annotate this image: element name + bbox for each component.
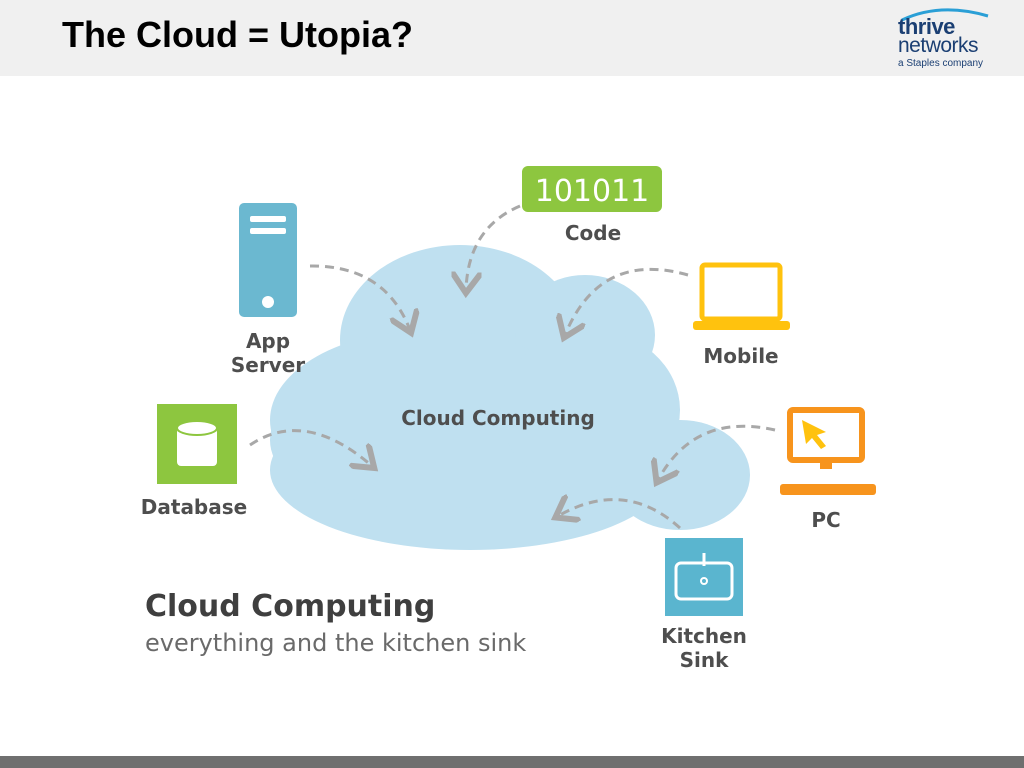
database-icon	[176, 420, 218, 466]
slide-title: The Cloud = Utopia?	[62, 14, 413, 55]
arrow-database	[249, 429, 372, 466]
server-icon	[239, 203, 297, 317]
arrow-kitchen-sink	[558, 500, 682, 530]
arrow-app-server	[309, 264, 410, 330]
kitchen-sink-label-line2: Sink	[680, 648, 729, 672]
logo-line2: networks	[898, 34, 979, 57]
caption-title: Cloud Computing	[145, 589, 435, 624]
sink-icon	[674, 553, 734, 601]
arrow-mobile	[565, 267, 689, 335]
logo-tagline: a Staples company	[898, 58, 984, 69]
footer-bar	[0, 756, 1024, 768]
logo-line1: thrive	[898, 14, 955, 39]
arrow-pc	[658, 424, 776, 480]
pc-node: PC	[780, 407, 876, 532]
database-label: Database	[141, 495, 247, 519]
code-badge	[522, 166, 662, 212]
mobile-node: Mobile	[693, 262, 790, 368]
kitchen-sink-label-line1: Kitchen	[661, 624, 747, 648]
app-server-label-line1: App	[246, 329, 290, 353]
mobile-label: Mobile	[703, 344, 778, 368]
app-server-node: App Server	[231, 203, 305, 377]
company-logo: thrive networks a Staples company	[880, 4, 1010, 74]
app-server-label-line2: Server	[231, 353, 305, 377]
code-label: Code	[565, 221, 621, 245]
laptop-icon	[693, 262, 790, 330]
cloud-shape	[270, 245, 750, 550]
code-value: 101011	[535, 174, 650, 209]
pc-label: PC	[811, 508, 840, 532]
title-bar	[0, 0, 1024, 76]
pc-icon	[780, 407, 876, 495]
database-node: Database	[141, 404, 247, 519]
caption-subtitle: everything and the kitchen sink	[145, 629, 526, 657]
connector-arrows	[249, 204, 776, 530]
cloud-center-label: Cloud Computing	[401, 406, 595, 430]
code-node: 101011 Code	[522, 166, 662, 245]
logo-swoosh-icon	[901, 8, 989, 22]
kitchen-sink-node: Kitchen Sink	[661, 538, 747, 672]
arrow-code	[466, 204, 521, 290]
